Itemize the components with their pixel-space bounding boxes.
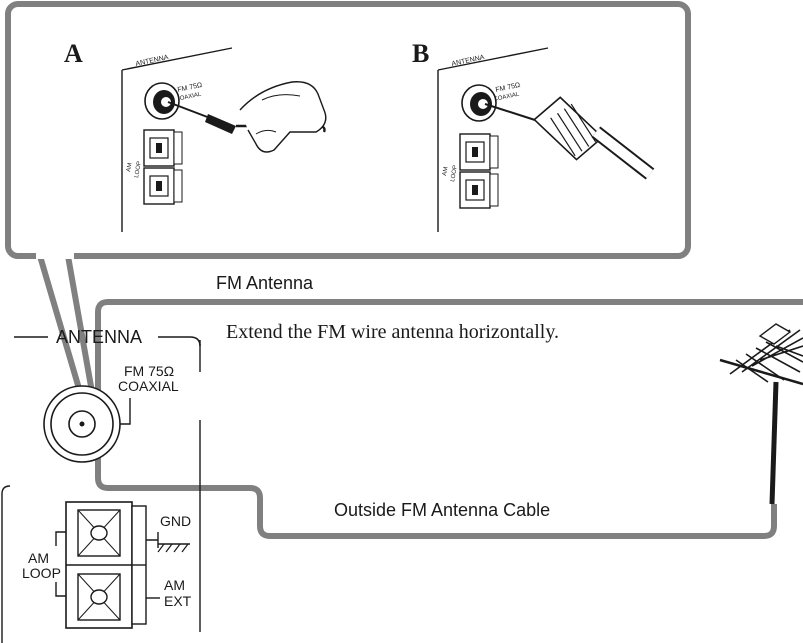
- instruction-text: Extend the FM wire antenna horizontally.: [226, 321, 559, 343]
- rear-panel: ANTENNA FM 75Ω COAXIAL AM LOOP: [1, 327, 201, 643]
- coaxial-jack-icon: [461, 84, 497, 122]
- spring-terminal-icon: [143, 129, 183, 205]
- panel-a-am-label: AM: [126, 162, 133, 172]
- coaxial-cable-plug-icon: [484, 96, 655, 180]
- antenna-header-rule: [14, 336, 201, 347]
- panel-b-plate: [437, 47, 549, 232]
- panel-a-coaxial-label: COAXIAL: [175, 92, 202, 103]
- panel-a: A ANTENNA FM 75Ω COAXIAL: [64, 39, 327, 232]
- coaxial-jack-icon: [144, 82, 180, 120]
- am-loop-bracket: [55, 531, 66, 597]
- panel-b-coaxial-label: COAXIAL: [493, 92, 520, 103]
- coaxial-jack-icon: [43, 385, 121, 463]
- fm-antenna-label: FM Antenna: [216, 273, 314, 293]
- panel-a-loop-label: LOOP: [134, 161, 143, 178]
- rear-coaxial-label: COAXIAL: [118, 378, 179, 394]
- outdoor-antenna-icon: [719, 323, 803, 505]
- rear-am-ext-line2: EXT: [164, 593, 192, 609]
- panel-b-loop-label: LOOP: [450, 165, 459, 182]
- panel-b-letter: B: [412, 39, 429, 68]
- rear-am-loop-line1: AM: [28, 550, 49, 566]
- panel-a-letter: A: [64, 39, 83, 68]
- panel-b-am-label: AM: [442, 166, 449, 176]
- wire-antenna-plug-icon: [167, 81, 327, 153]
- outside-antenna-cable-path: [95, 392, 777, 539]
- outside-cable-label: Outside FM Antenna Cable: [334, 500, 550, 520]
- spring-terminal-icon: [459, 133, 499, 209]
- panel-a-plate: [121, 47, 233, 232]
- rear-am-loop-line2: LOOP: [22, 565, 61, 581]
- rear-gnd-label: GND: [160, 513, 191, 529]
- ground-symbol-icon: [157, 543, 190, 553]
- rear-antenna-header: ANTENNA: [56, 327, 142, 347]
- callout-pointer: [37, 255, 95, 393]
- gnd-leader-line: [146, 532, 159, 548]
- spring-terminal-icon: [65, 501, 147, 629]
- callout-gap: [36, 250, 74, 259]
- rear-am-ext-line1: AM: [164, 577, 185, 593]
- rear-fm-label: FM 75Ω: [124, 363, 174, 379]
- fm-wire-antenna-path: [95, 299, 803, 392]
